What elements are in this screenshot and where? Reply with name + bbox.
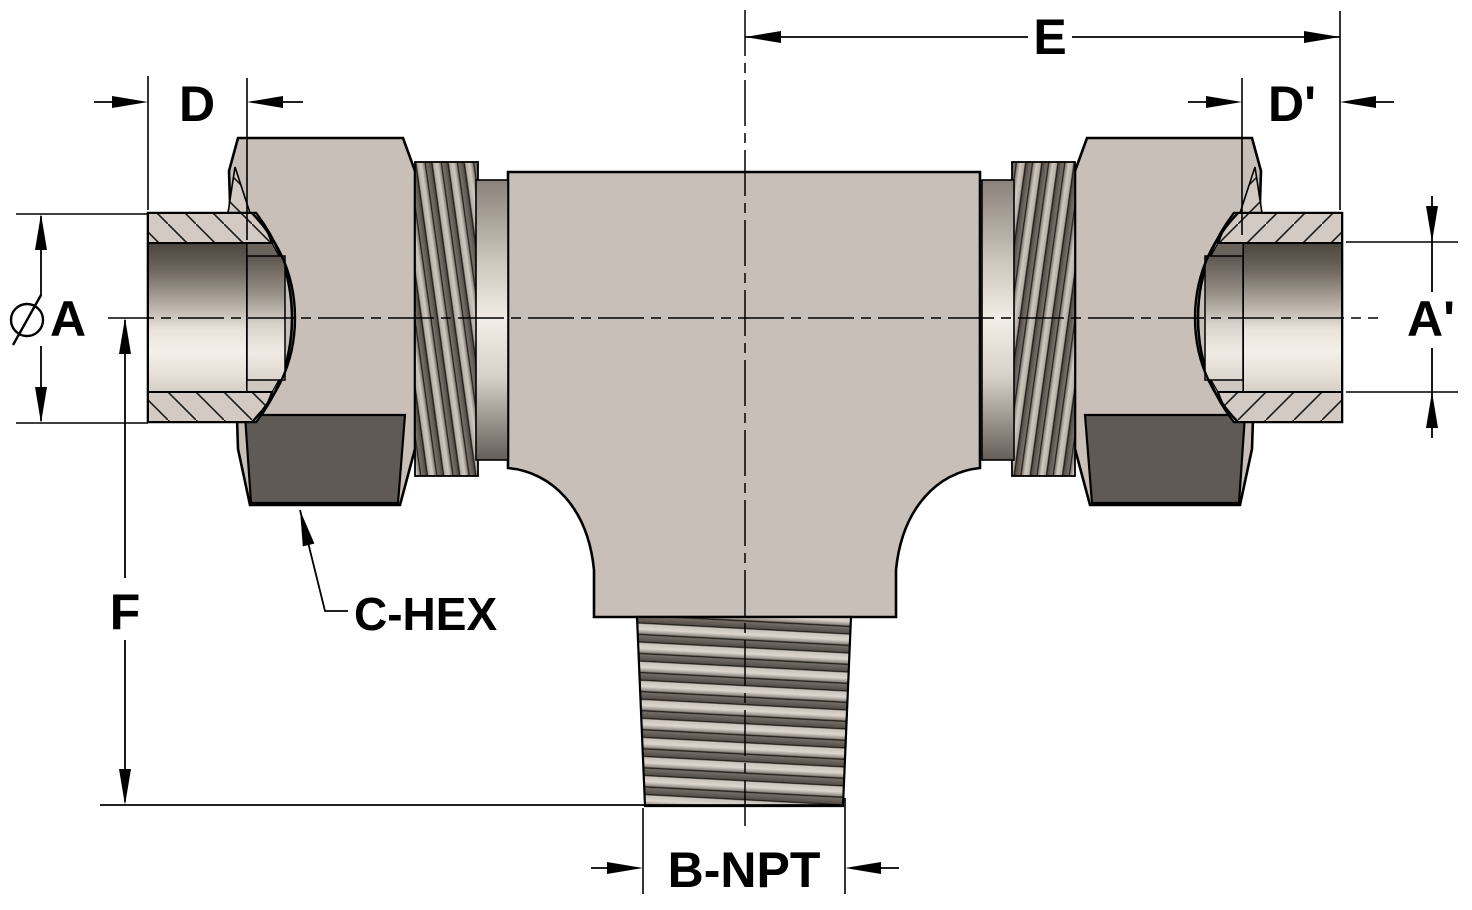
arrowhead: [745, 31, 781, 43]
dim-a-right: A': [1346, 196, 1458, 438]
section-hatch-top: [147, 212, 274, 244]
dim-d-right-label: D': [1268, 76, 1316, 132]
dim-a-right-label: A': [1407, 291, 1455, 347]
arrowhead: [1304, 31, 1340, 43]
callout-c-hex: C-HEX: [299, 509, 497, 640]
arrowhead: [35, 387, 47, 423]
arrowhead: [35, 214, 47, 250]
arrowhead: [1340, 96, 1376, 108]
dim-e: E: [745, 9, 1341, 210]
dim-e-label: E: [1033, 9, 1066, 65]
arrowhead: [1426, 206, 1438, 242]
dim-b-npt: B-NPT: [591, 798, 899, 898]
arrowhead: [845, 862, 881, 874]
arrowhead: [300, 510, 315, 547]
c-hex-label: C-HEX: [354, 588, 497, 640]
dim-a-left-label: A: [50, 291, 86, 347]
arrowhead: [119, 769, 131, 805]
diameter-symbol: [9, 294, 45, 346]
npt-thread: [635, 615, 853, 808]
section-hatch-bottom: [147, 391, 274, 423]
dim-d-left-label: D: [179, 76, 215, 132]
dim-d-right: D': [1188, 76, 1394, 235]
connector-thread: [414, 161, 479, 477]
dim-b-npt-label: B-NPT: [668, 842, 821, 898]
left-end-assembly: [146, 136, 509, 507]
arrowhead: [112, 96, 148, 108]
nut-dark-facet: [243, 413, 407, 505]
arrowhead: [1426, 392, 1438, 428]
arrowhead: [607, 862, 643, 874]
arrowhead: [247, 96, 283, 108]
arrowhead: [1206, 96, 1242, 108]
dim-a-left: A: [9, 213, 148, 424]
neck: [475, 179, 509, 461]
dim-f-label: F: [110, 584, 141, 640]
fitting-body: [506, 170, 982, 619]
dim-d-left: D: [94, 76, 303, 240]
dim-f: F: [100, 318, 840, 806]
cone-arc: [251, 212, 297, 423]
arrowhead: [119, 318, 131, 354]
